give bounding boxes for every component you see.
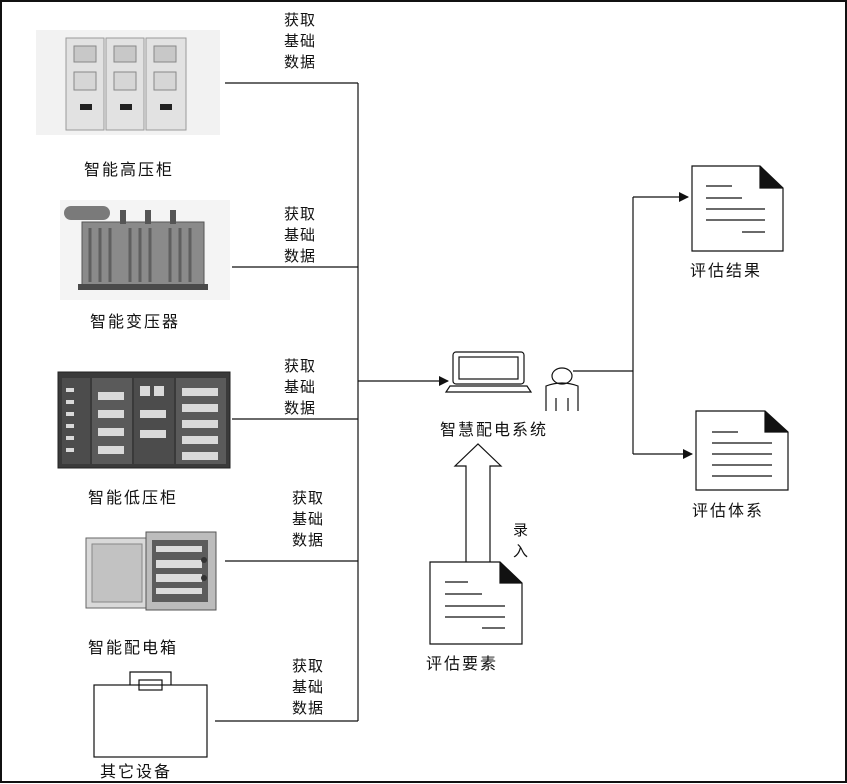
device-label-hv-cabinet: 智能高压柜 (84, 160, 175, 179)
output-label-framework: 评估体系 (692, 501, 765, 520)
edge-label-5: 获取基础数据 (292, 657, 325, 717)
device-label-other: 其它设备 (100, 762, 173, 781)
arrow-label-input: 录入 (513, 521, 530, 560)
distribution-box-photo (85, 531, 217, 611)
transformer-photo (60, 200, 230, 300)
edge-label-3: 获取基础数据 (284, 357, 317, 417)
laptop-icon (444, 351, 533, 393)
bag-icon (93, 671, 208, 758)
input-label: 评估要素 (426, 654, 499, 673)
hv-cabinet-photo (36, 30, 220, 135)
output-connectors (573, 192, 693, 459)
device-label-lv-cabinet: 智能低压柜 (88, 488, 179, 507)
device-label-dist-box: 智能配电箱 (88, 638, 179, 657)
lv-cabinet-photo (57, 371, 231, 469)
framework-document-icon (695, 410, 789, 491)
system-label: 智慧配电系统 (440, 420, 549, 439)
result-document-icon (691, 165, 784, 252)
person-icon (545, 367, 579, 411)
edge-label-2: 获取基础数据 (284, 205, 317, 265)
device-connectors (215, 82, 359, 722)
output-label-result: 评估结果 (690, 261, 763, 280)
device-label-transformer: 智能变压器 (90, 312, 181, 331)
input-document-icon (429, 561, 523, 645)
edge-label-4: 获取基础数据 (292, 489, 325, 549)
input-arrow (453, 443, 503, 562)
edge-label-1: 获取基础数据 (284, 11, 317, 71)
